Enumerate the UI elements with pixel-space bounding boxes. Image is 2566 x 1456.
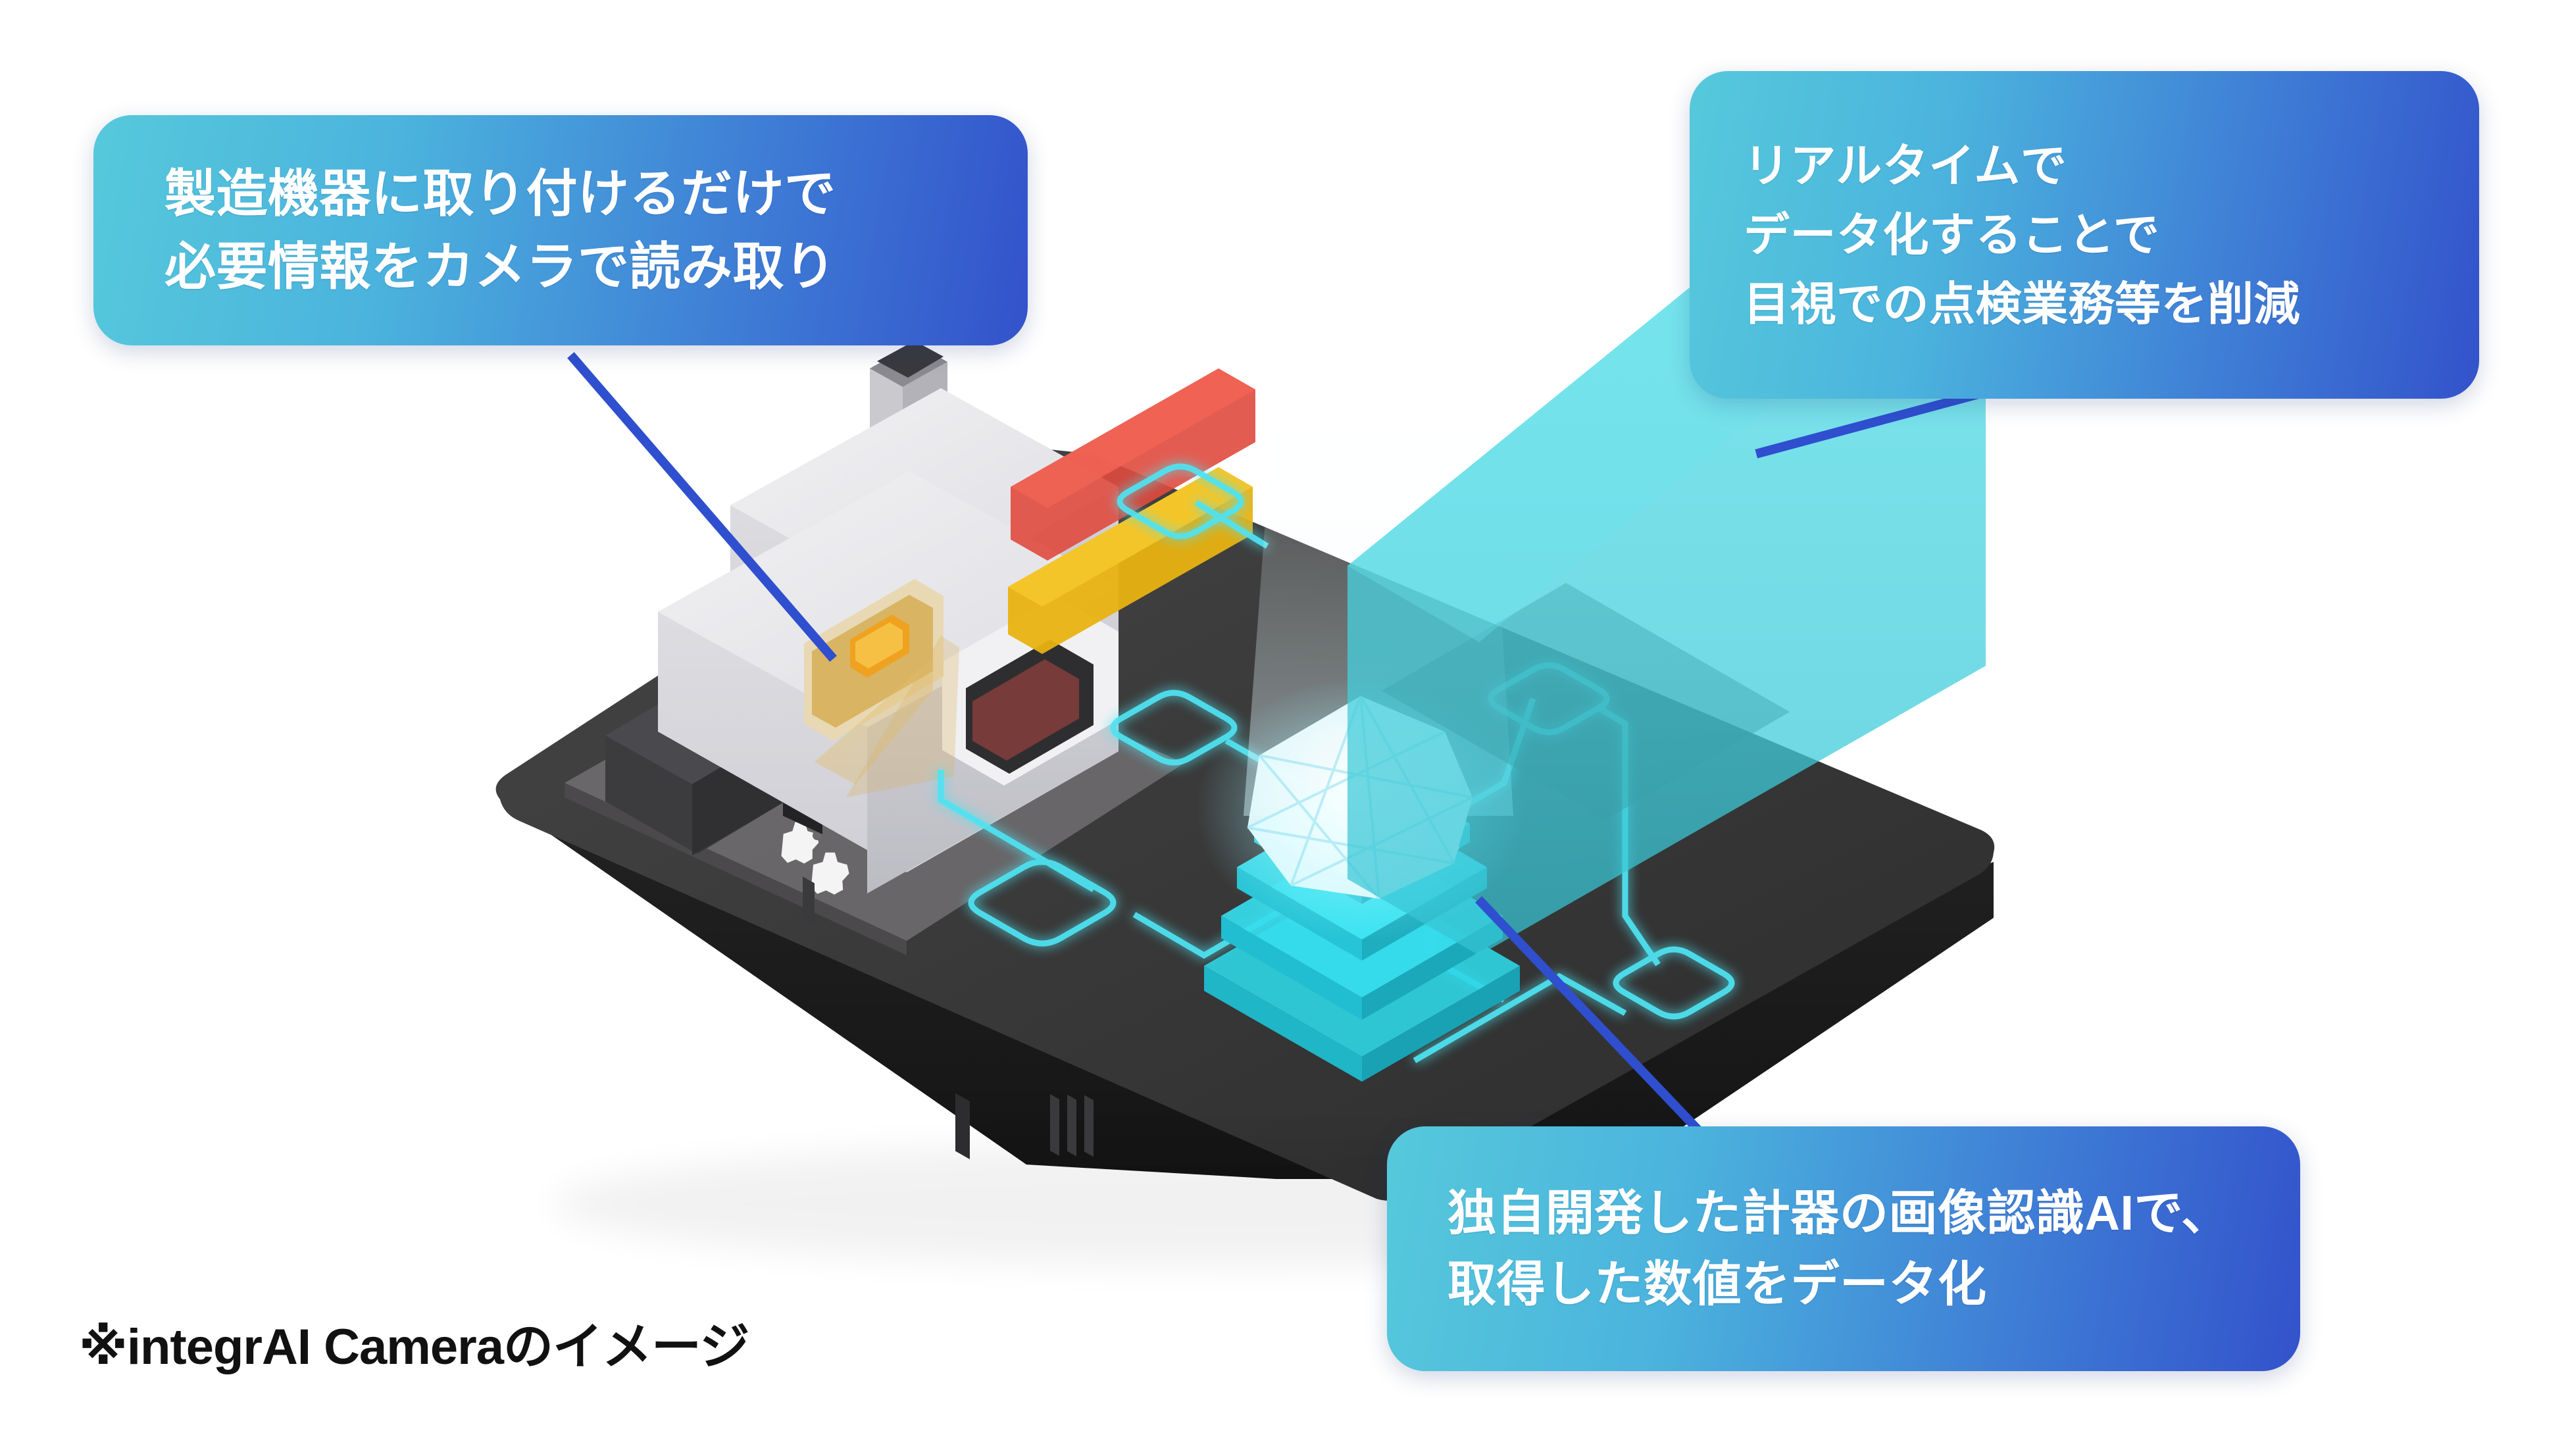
callout-bubble-realtime[interactable]: リアルタイムで データ化することで 目視での点検業務等を削減	[1690, 71, 2479, 399]
callout-text-2: リアルタイムで データ化することで 目視での点検業務等を削減	[1744, 139, 2300, 330]
image-caption: ※integrAI Cameraのイメージ	[79, 1319, 749, 1375]
alert-banner-yellow	[1008, 467, 1253, 654]
gear-icon	[811, 831, 849, 895]
callout-bubble-camera[interactable]: 製造機器に取り付けるだけで 必要情報をカメラで読み取り	[93, 115, 1028, 345]
scan-beam-spread	[846, 636, 959, 797]
callout-text-3: 独自開発した計器の画像認識AIで、 取得した数値をデータ化	[1447, 1185, 2230, 1311]
alert-banner-red	[1011, 368, 1255, 561]
callout-bubble-ai[interactable]: 独自開発した計器の画像認識AIで、 取得した数値をデータ化	[1387, 1126, 2300, 1371]
connector-line-1	[567, 352, 837, 662]
callout-text-1: 製造機器に取り付けるだけで 必要情報をカメラで読み取り	[164, 164, 836, 295]
connector-line-3	[1475, 896, 1725, 1158]
scan-beam	[815, 658, 933, 784]
